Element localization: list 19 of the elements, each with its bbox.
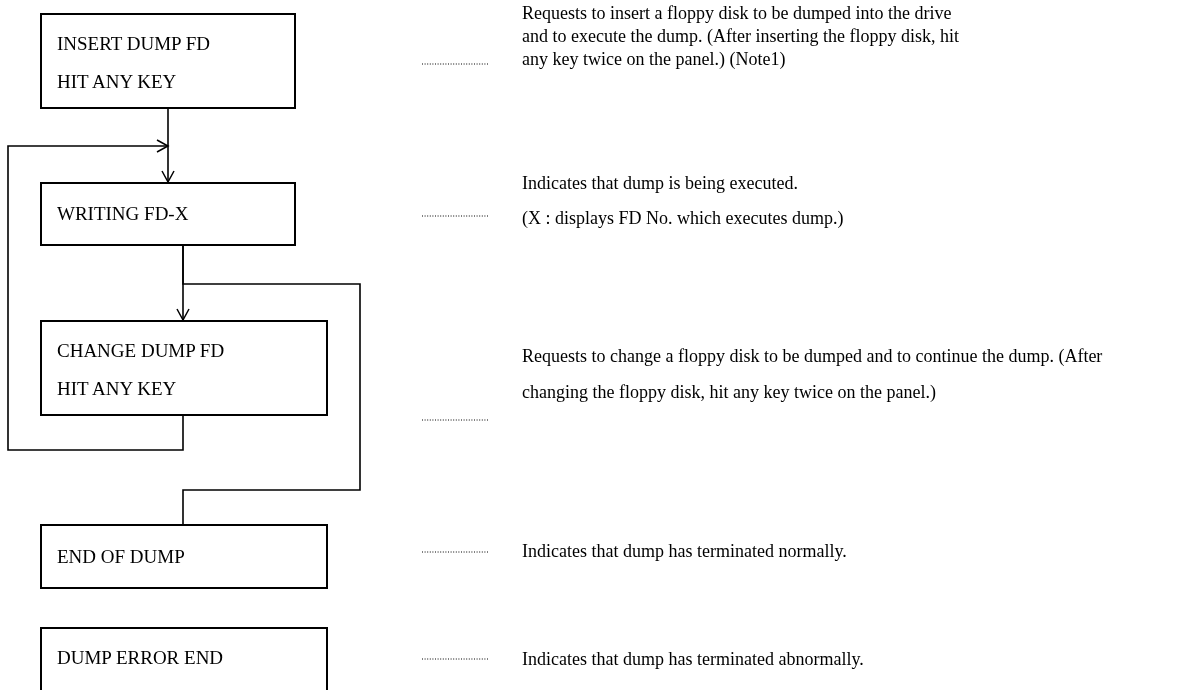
arrow xyxy=(7,139,184,451)
description-text: (X : displays FD No. which executes dump.) xyxy=(522,207,845,230)
description-text: Requests to insert a floppy disk to be dumped into the drive and to execute the dump. (After inserting the floppy disk, hit any key twice on the panel.) (Note1) xyxy=(522,2,960,71)
box-label: WRITING FD-X xyxy=(57,202,190,226)
process-box xyxy=(40,182,296,246)
description-text: Requests to change a floppy disk to be dumped and to continue the dump. (After changing the floppy disk, hit any key twice on the panel.) xyxy=(522,345,1104,404)
process-box xyxy=(40,524,328,589)
box-label: CHANGE DUMP FD HIT ANY KEY xyxy=(57,339,226,401)
process-box xyxy=(40,627,328,690)
box-label: END OF DUMP xyxy=(57,544,186,569)
box-label: DUMP ERROR END xyxy=(57,646,225,670)
description-text: Indicates that dump is being executed. xyxy=(522,172,799,195)
description-text: Indicates that dump has terminated normally. xyxy=(522,540,848,563)
connector-line xyxy=(182,245,361,525)
box-label: INSERT DUMP FD HIT ANY KEY xyxy=(57,32,211,94)
arrow xyxy=(161,108,175,183)
process-box xyxy=(40,13,296,109)
description-text: Indicates that dump has terminated abnormally. xyxy=(522,648,865,671)
process-box xyxy=(40,320,328,416)
